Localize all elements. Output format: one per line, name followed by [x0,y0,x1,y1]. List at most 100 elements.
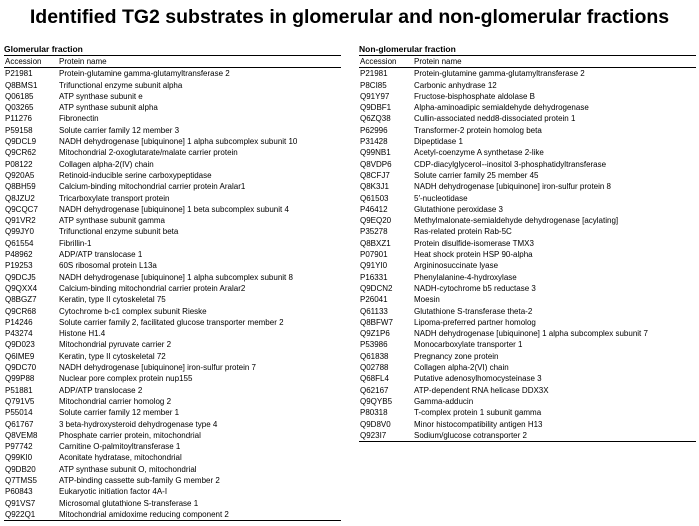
protein-name-cell: Cytochrome b-c1 complex subunit Rieske [59,306,207,316]
protein-name-cell: Dipeptidase 1 [414,137,463,147]
protein-name-cell: Lipoma-preferred partner homolog [414,317,536,327]
protein-name-cell: Solute carrier family 2, facilitated glu… [59,317,284,327]
table-row: P97742 Carnitine O-palmitoyltransferase 1 [4,441,341,452]
protein-name-cell: CDP-diacylglycerol--inositol 3-phosphati… [414,159,607,169]
accession-cell: P60843 [5,487,33,497]
accession-cell: P26041 [360,295,388,305]
accession-cell: Q8VDP6 [360,159,392,169]
protein-name-cell: Putative adenosylhomocysteinase 3 [414,374,542,384]
accession-cell: P08122 [5,159,33,169]
accession-cell: Q8K3J1 [360,182,389,192]
accession-cell: P80318 [360,408,388,418]
protein-name-cell: Solute carrier family 25 member 45 [414,170,539,180]
accession-cell: Q61503 [360,193,389,203]
protein-name-cell: Protein-glutamine gamma-glutamyltransfer… [59,69,230,79]
protein-name-cell: Monocarboxylate transporter 1 [414,340,523,350]
protein-name-cell: Protein disulfide-isomerase TMX3 [414,238,534,248]
protein-name-cell: ATP synthase subunit e [59,91,143,101]
protein-name-cell: Mitochondrial 2-oxoglutarate/malate carr… [59,148,238,158]
table-row: Q61767 3 beta-hydroxysteroid dehydrogenas… [4,419,341,430]
protein-name-cell: Keratin, type II cytoskeletal 75 [59,295,166,305]
accession-cell: Q99NB1 [360,148,391,158]
accession-cell: Q91VS7 [5,498,36,508]
accession-cell: Q61554 [5,238,34,248]
protein-name-cell: NADH-cytochrome b5 reductase 3 [414,283,536,293]
protein-name-cell: Fibrillin-1 [59,238,92,248]
protein-name-cell: NADH dehydrogenase [ubiquinone] 1 alpha … [59,137,298,147]
protein-name-cell: Argininosuccinate lyase [414,261,499,271]
protein-name-cell: Methylmalonate-semialdehyde dehydrogenas… [414,216,619,226]
table-row: Q8VDP6 CDP-diacylglycerol--inositol 3-pho… [359,159,696,170]
accession-cell: Q8BXZ1 [360,238,391,248]
protein-name-cell: Fibronectin [59,114,99,124]
protein-name-cell: Moesin [414,295,440,305]
accession-cell: Q791V5 [5,396,35,406]
table-row: Q9EQ20 Methylmalonate-semialdehyde dehydr… [359,215,696,226]
protein-name-cell: Phenylalanine-4-hydroxylase [414,272,517,282]
protein-name-cell: Glutathione peroxidase 3 [414,204,503,214]
protein-name-cell: Gamma-adducin [414,396,474,406]
accession-cell: Q9D8V0 [360,419,391,429]
accession-cell: Q920A5 [5,170,35,180]
protein-name-cell: Minor histocompatibility antigen H13 [414,419,543,429]
nonglomerular-heading: Non-glomerular fraction [359,43,696,56]
protein-name-cell: Mitochondrial pyruvate carrier 2 [59,340,172,350]
accession-cell: Q9EQ20 [360,216,392,226]
protein-name-cell: Collagen alpha-2(VI) chain [414,363,509,373]
accession-cell: P59158 [5,125,33,135]
protein-name-cell: Nuclear pore complex protein nup155 [59,374,193,384]
column-header-accession: Accession [4,56,58,69]
accession-cell: Q02788 [360,363,389,373]
protein-name-cell: ATP-dependent RNA helicase DDX3X [414,385,549,395]
accession-cell: P97742 [5,442,33,452]
accession-cell: Q8JZU2 [5,193,35,203]
accession-cell: Q61133 [360,306,388,316]
accession-cell: Q99JY0 [5,227,34,237]
accession-cell: P51881 [5,385,33,395]
protein-name-cell: 3 beta-hydroxysteroid dehydrogenase type… [59,419,218,429]
protein-name-cell: Collagen alpha-2(IV) chain [59,159,154,169]
protein-name-cell: Sodium/glucose cotransporter 2 [413,429,696,443]
protein-name-cell: Cullin-associated nedd8-dissociated prot… [414,114,576,124]
accession-cell: Q91Y97 [360,91,390,101]
accession-cell: Q61767 [5,419,34,429]
nonglomerular-panel: Non-glomerular fraction Accession Protei… [359,43,696,443]
protein-name-cell: ADP/ATP translocase 1 [59,250,143,260]
protein-name-cell: Carnitine O-palmitoyltransferase 1 [59,442,181,452]
glomerular-heading: Glomerular fraction [4,43,341,56]
protein-name-cell: Microsomal glutathione S-transferase 1 [59,498,199,508]
accession-cell: P07901 [360,250,388,260]
table-header-row: Accession Protein name [4,56,341,69]
